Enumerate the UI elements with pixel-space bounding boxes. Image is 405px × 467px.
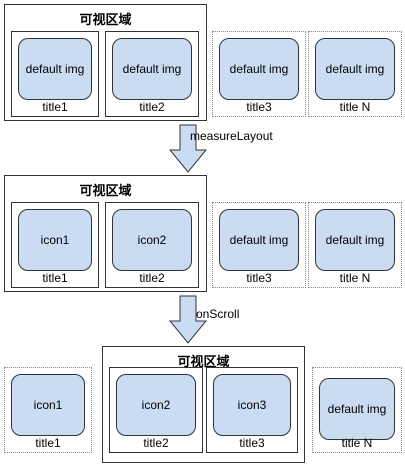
image-icon: icon1	[18, 209, 92, 271]
list-item-step1-3: default img title3	[212, 31, 306, 117]
item-title: title1	[42, 100, 68, 114]
list-item-step1-n: default img title N	[308, 31, 402, 117]
item-title: title N	[341, 436, 373, 450]
down-arrow-on-scroll	[168, 295, 208, 344]
visible-area-label-step2: 可视区域	[79, 183, 132, 198]
list-item-step3-2: icon2 title2	[109, 367, 203, 453]
visible-area-label-step3: 可视区域	[177, 354, 230, 369]
image-placeholder: default img	[315, 38, 395, 100]
image-placeholder: default img	[18, 38, 92, 100]
visible-area-label-step1: 可视区域	[79, 12, 132, 27]
item-title: title2	[139, 271, 165, 285]
list-item-step2-n: default img title N	[308, 202, 402, 288]
list-item-step2-1: icon1 title1	[11, 202, 99, 288]
image-icon: icon3	[213, 374, 291, 436]
image-icon: icon1	[11, 374, 85, 436]
image-placeholder: default img	[315, 209, 395, 271]
image-placeholder: default img	[319, 378, 395, 440]
item-title: title1	[35, 436, 61, 450]
item-title: title3	[246, 100, 272, 114]
image-placeholder: default img	[112, 38, 192, 100]
list-item-step3-3: icon3 title3	[206, 367, 298, 453]
list-item-step2-2: icon2 title2	[105, 202, 199, 288]
item-title: title1	[42, 271, 68, 285]
item-title: title N	[339, 271, 371, 285]
item-title: title3	[246, 271, 272, 285]
image-placeholder: default img	[219, 209, 299, 271]
image-icon: icon2	[112, 209, 192, 271]
list-item-step2-3: default img title3	[212, 202, 306, 288]
arrow-label-measure-layout: measureLayout	[190, 129, 273, 143]
arrow-label-on-scroll: onScroll	[196, 307, 240, 321]
item-title: title2	[139, 100, 165, 114]
item-title: title3	[239, 436, 265, 450]
down-arrow-measure-layout	[168, 124, 208, 173]
image-placeholder: default img	[219, 38, 299, 100]
list-item-step3-1: icon1 title1	[4, 367, 92, 453]
item-title: title N	[339, 100, 371, 114]
list-item-step3-n: default img title N	[312, 367, 402, 453]
item-title: title2	[143, 436, 169, 450]
image-icon: icon2	[116, 374, 196, 436]
list-item-step1-2: default img title2	[105, 31, 199, 117]
list-item-step1-1: default img title1	[11, 31, 99, 117]
